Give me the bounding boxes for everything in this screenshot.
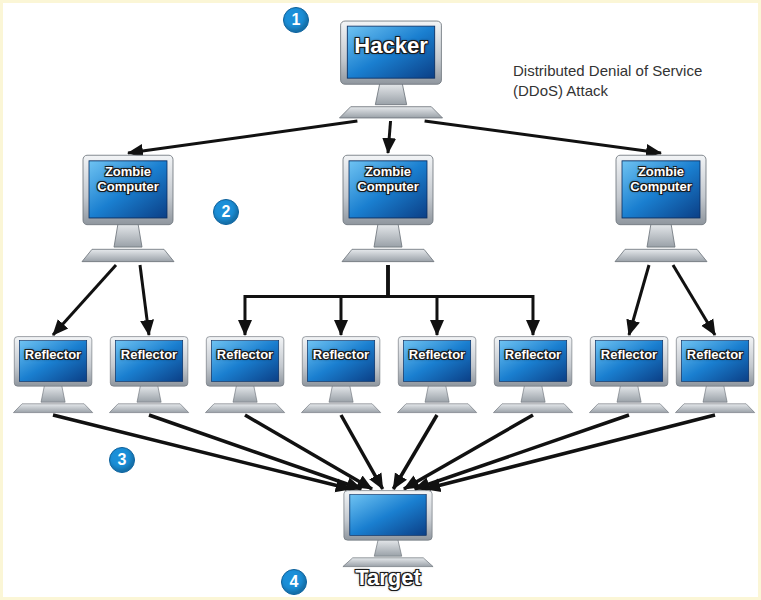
hacker-computer: Hacker (335, 19, 447, 121)
monitor-stand (329, 385, 353, 402)
node-label: Reflector (682, 335, 747, 363)
callout-number: 3 (109, 447, 135, 473)
keyboard-base (13, 404, 92, 413)
reflector-computer: Reflector (106, 335, 192, 415)
attack-arrow (245, 415, 372, 489)
zombie-computer: Zombie Computer (611, 153, 711, 265)
node-label: Zombie Computer (350, 153, 426, 195)
reflector-computer: Reflector (672, 335, 758, 415)
monitor-bezel (344, 491, 432, 541)
node-label: Reflector (20, 335, 85, 363)
keyboard-base (339, 107, 442, 118)
keyboard-base (342, 249, 434, 261)
attack-arrow (245, 265, 388, 335)
reflector-computer: Reflector (10, 335, 96, 415)
attack-arrow (629, 265, 649, 335)
attack-arrow (128, 121, 357, 153)
node-label: Target (339, 489, 437, 590)
keyboard-base (615, 249, 707, 261)
monitor-stand (374, 539, 401, 556)
attack-arrow (341, 265, 388, 335)
reflector-computer: Reflector (394, 335, 480, 415)
attack-arrow (388, 265, 437, 335)
monitor-stand (521, 385, 545, 402)
reflector-computer: Reflector (202, 335, 288, 415)
attack-arrow (140, 265, 149, 335)
keyboard-base (205, 404, 284, 413)
reflector-computer: Reflector (586, 335, 672, 415)
reflector-computer: Reflector (490, 335, 576, 415)
attack-arrow (388, 121, 391, 153)
monitor-stand (647, 224, 675, 248)
monitor-screen (350, 495, 426, 536)
node-label: Reflector (500, 335, 565, 363)
diagram-ground: HackerZombie Computer Zombie Computer Zomb… (3, 3, 758, 597)
node-label: Hacker (335, 19, 447, 58)
zombie-computer: Zombie Computer (78, 153, 178, 265)
attack-arrow (673, 265, 715, 335)
monitor-stand (374, 224, 402, 248)
attack-arrow (53, 265, 116, 335)
callout-number: 1 (283, 7, 309, 33)
callout-number: 4 (281, 569, 307, 595)
keyboard-base (397, 404, 476, 413)
keyboard-base (82, 249, 174, 261)
attack-arrow (425, 121, 661, 153)
monitor-stand (703, 385, 727, 402)
reflector-computer: Reflector (298, 335, 384, 415)
node-label: Reflector (308, 335, 373, 363)
monitor-stand (137, 385, 161, 402)
target-computer: Target (339, 489, 437, 595)
monitor-icon (339, 489, 437, 569)
node-label: Reflector (596, 335, 661, 363)
monitor-stand (617, 385, 641, 402)
attack-arrow (388, 265, 533, 335)
node-label: Reflector (116, 335, 181, 363)
monitor-stand (425, 385, 449, 402)
diagram-title: Distributed Denial of Service (DDoS) Att… (513, 61, 733, 102)
keyboard-base (589, 404, 668, 413)
monitor-stand (114, 224, 142, 248)
attack-arrow (393, 415, 437, 489)
node-label: Zombie Computer (623, 153, 699, 195)
monitor-stand (41, 385, 65, 402)
attack-arrow (341, 415, 383, 489)
monitor-stand (233, 385, 257, 402)
zombie-computer: Zombie Computer (338, 153, 438, 265)
callout-number: 2 (213, 199, 239, 225)
keyboard-base (493, 404, 572, 413)
attack-arrow (149, 415, 361, 489)
keyboard-base (301, 404, 380, 413)
keyboard-base (675, 404, 754, 413)
node-label: Reflector (404, 335, 469, 363)
monitor-stand (375, 83, 406, 104)
node-label: Zombie Computer (90, 153, 166, 195)
keyboard-base (109, 404, 188, 413)
attack-arrow (415, 415, 629, 489)
node-label: Reflector (212, 335, 277, 363)
attack-arrow (425, 415, 715, 489)
